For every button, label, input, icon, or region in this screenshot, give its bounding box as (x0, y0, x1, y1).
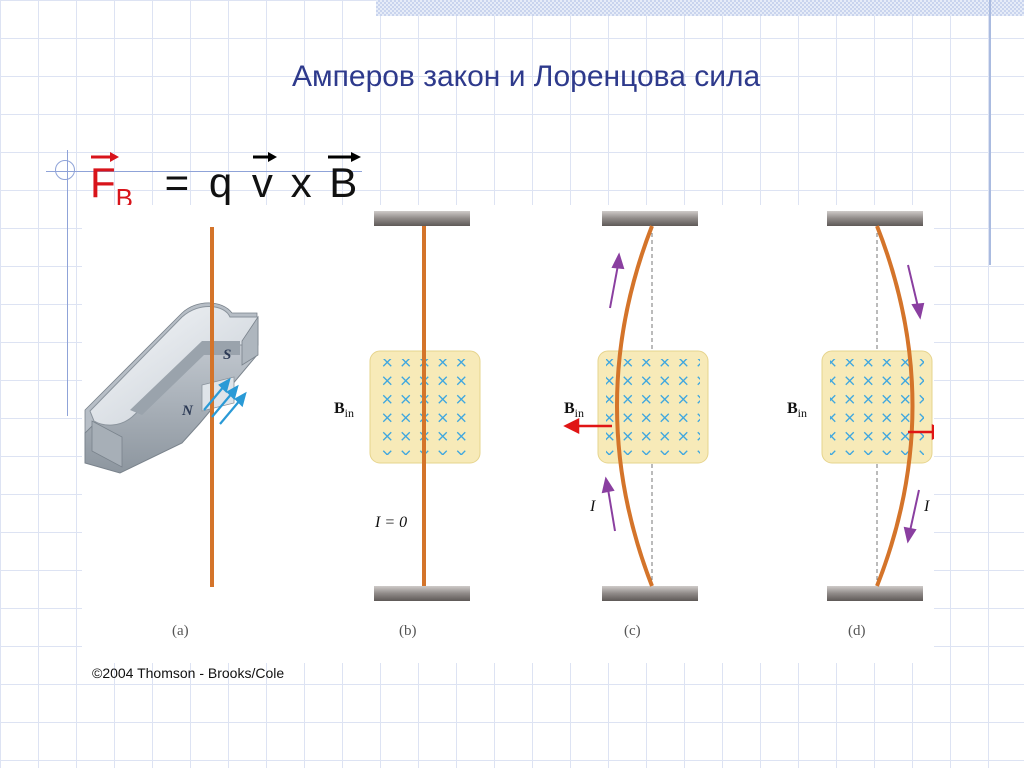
caption-c: (c) (624, 623, 641, 639)
current-arrow-bottom-d (903, 489, 920, 544)
copyright-notice: ©2004 Thomson - Brooks/Cole (92, 665, 285, 681)
slide-title: Амперов закон и Лоренцова сила (292, 60, 761, 93)
north-pole-label: N (181, 403, 194, 419)
force-arrow-c (563, 417, 612, 435)
caption-b: (b) (399, 623, 417, 639)
wire-c (615, 225, 654, 587)
charge-symbol: q (208, 159, 233, 206)
top-support-c (602, 211, 698, 226)
field-label-c: Bin (564, 400, 584, 420)
caption-d: (d) (848, 623, 866, 639)
figure-svg: S N (a) Bin I = 0 (b) (84, 211, 948, 639)
force-vector-arrow-icon (91, 152, 119, 162)
field-arrows-a (203, 377, 247, 425)
field-vector-bar-icon (328, 152, 362, 162)
current-label-d: I (923, 498, 930, 515)
horseshoe-magnet: S N (84, 302, 259, 474)
field-label-b: Bin (334, 400, 354, 420)
panel-c: Bin I (c) (563, 211, 709, 639)
bullet-guide-horizontal (46, 171, 362, 172)
ampere-lorentz-figure: S N (a) Bin I = 0 (b) (82, 205, 948, 663)
current-arrow-top-d (907, 264, 925, 320)
field-label-d: Bin (787, 400, 807, 420)
bullet-guide-vertical (67, 150, 68, 416)
wire-d (875, 225, 915, 587)
current-label-c: I (589, 498, 596, 515)
top-support-b (374, 211, 470, 226)
top-support-d (827, 211, 923, 226)
velocity-vector-arrow-icon (252, 152, 277, 162)
right-decorative-line (989, 0, 991, 265)
bottom-support-d (827, 586, 923, 601)
current-label-b: I = 0 (374, 514, 407, 531)
panel-d: Bin I (d) (787, 211, 948, 639)
field-symbol: B (328, 152, 362, 208)
equals-sign: = (164, 159, 190, 206)
bottom-support-b (374, 586, 470, 601)
current-arrow-top-c (609, 252, 625, 309)
panel-b: Bin I = 0 (b) (334, 211, 481, 639)
lorentz-formula: FB = q v x B (90, 152, 362, 223)
field-crosses-d (830, 359, 924, 455)
bullet-circle-icon (55, 160, 75, 180)
velocity-symbol: v (252, 152, 277, 208)
top-decorative-band (376, 0, 1024, 16)
current-arrow-bottom-c (601, 476, 616, 532)
cross-symbol: x (290, 159, 312, 206)
bottom-support-c (602, 586, 698, 601)
field-crosses-c (606, 359, 700, 455)
panel-a: S N (a) (84, 227, 259, 639)
caption-a: (a) (172, 623, 189, 639)
south-pole-label: S (223, 347, 231, 363)
